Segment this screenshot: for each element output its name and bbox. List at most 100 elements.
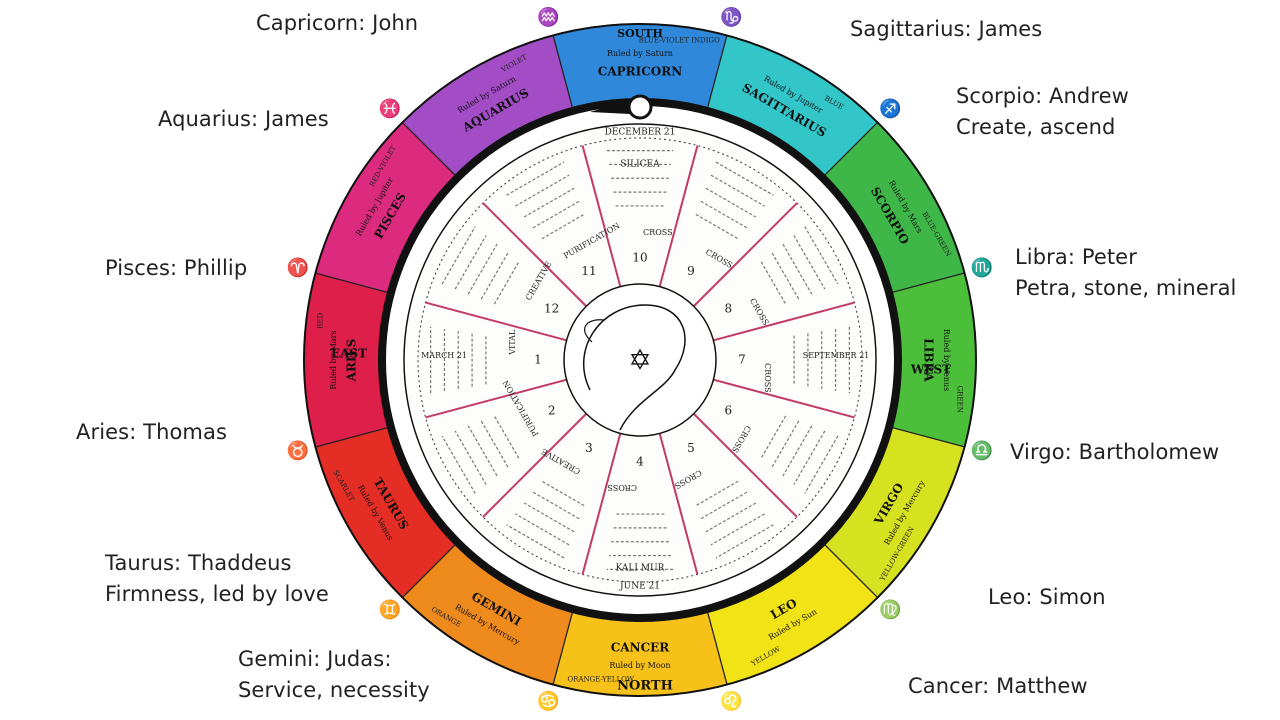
direction-label: EAST	[331, 347, 367, 361]
sector-text-line	[760, 415, 787, 459]
sign-color-name: BLUE-VIOLET INDIGO	[639, 36, 720, 44]
top-pointer-arrow	[590, 100, 630, 114]
sign-color-name: RED	[316, 312, 324, 328]
label-virgo: Virgo: Bartholomew	[1010, 437, 1219, 468]
label-text: Leo: Simon	[988, 585, 1106, 609]
sign-name: LIBRA	[922, 338, 936, 382]
sector-text-line	[493, 261, 520, 305]
label-text: Scorpio: Andrew	[956, 84, 1129, 108]
zodiac-glyph-icon: ♈	[287, 256, 309, 278]
label-text: Virgo: Bartholomew	[1010, 440, 1220, 464]
sector-text-line	[700, 491, 748, 520]
direction-label: WEST	[910, 363, 951, 377]
sector-number: 9	[687, 264, 695, 278]
label-gemini: Gemini: Judas: Service, necessity	[238, 644, 430, 706]
sector-text-line	[441, 435, 476, 494]
sector-number: 5	[687, 441, 695, 455]
head-profile-outline	[583, 304, 686, 431]
sector-text-line	[493, 415, 520, 459]
sign-ruler: Ruled by Moon	[609, 661, 670, 670]
sector-text-line	[771, 252, 800, 300]
zodiac-glyph-icon: ♒	[537, 6, 559, 28]
sector-number: 2	[548, 404, 556, 418]
sector-spoke	[713, 301, 855, 342]
mineral-label: SILICEA	[620, 160, 660, 170]
star-of-david-icon: ✡	[628, 344, 651, 377]
sector-text-line	[532, 491, 580, 520]
zodiac-glyph-icon: ♏	[971, 256, 993, 278]
sector-text-line	[515, 513, 570, 546]
label-text: Capricorn: John	[256, 11, 419, 35]
sector-spoke	[693, 413, 798, 518]
sign-color-name: ORANGE-YELLOW	[567, 676, 634, 684]
zodiac-glyph-icon: ♋	[537, 690, 559, 712]
label-text: Taurus: Thaddeus	[105, 551, 292, 575]
sector-text-line	[467, 243, 498, 295]
sector-spoke	[658, 433, 699, 575]
label-note: Firmness, led by love	[105, 582, 329, 606]
sector-spoke	[693, 202, 798, 307]
sector-word: CROSS	[763, 363, 772, 393]
label-sagittarius: Sagittarius: James	[850, 14, 1042, 45]
date-tick-ring	[417, 137, 863, 583]
sector-spoke	[482, 202, 587, 307]
label-note: Create, ascend	[956, 115, 1116, 139]
sign-name: CAPRICORN	[598, 65, 682, 79]
sector-text-line	[480, 252, 509, 300]
zodiac-glyph-icon: ♍	[879, 598, 901, 620]
label-text: Gemini: Judas:	[238, 647, 392, 671]
label-text: Aries: Thomas	[76, 420, 227, 444]
zodiac-glyph-icon: ♌	[720, 690, 742, 712]
sector-text-line	[793, 430, 826, 485]
sector-text-line	[782, 243, 813, 295]
sign-ruler: Ruled by Venus	[942, 329, 951, 392]
zodiac-glyph-icon: ♑	[720, 6, 742, 28]
sector-word: VITAL	[508, 329, 517, 356]
date-label: JUNE 21	[619, 582, 660, 592]
sector-text-line	[532, 200, 580, 229]
label-text: Pisces: Phillip	[105, 256, 248, 280]
sign-name: ARIES	[345, 339, 359, 383]
sector-text-line	[441, 226, 476, 285]
sector-number: 11	[581, 264, 596, 278]
sector-text-line	[480, 420, 509, 468]
sector-text-line	[793, 235, 826, 290]
direction-label: SOUTH	[617, 27, 663, 40]
sector-number: 1	[534, 353, 542, 367]
label-taurus: Taurus: Thaddeus Firmness, led by love	[105, 548, 329, 610]
zodiac-glyph-icon: ♐	[879, 98, 901, 120]
sector-text-line	[695, 213, 739, 240]
sector-number: 12	[544, 302, 559, 316]
sector-spoke	[581, 145, 622, 287]
date-label: MARCH 21	[421, 351, 467, 360]
label-text: Sagittarius: James	[850, 17, 1043, 41]
date-label: DECEMBER 21	[605, 128, 676, 138]
sign-color-name: GREEN	[956, 386, 964, 413]
sector-text-line	[515, 174, 570, 207]
zodiac-glyph-icon: ♊	[378, 598, 400, 620]
sector-spoke	[425, 378, 567, 419]
sector-text-line	[467, 425, 498, 477]
sector-number: 6	[725, 404, 733, 418]
sector-number: 7	[738, 353, 746, 367]
label-cancer: Cancer: Matthew	[908, 671, 1088, 702]
sector-text-line	[760, 261, 787, 305]
sector-text-line	[804, 226, 839, 285]
outer-ring-border	[303, 23, 977, 697]
sector-spoke	[713, 378, 855, 419]
sector-number: 3	[585, 441, 593, 455]
sign-ruler: Ruled by Mars	[329, 330, 338, 389]
sector-number: 4	[636, 455, 644, 469]
sector-spoke	[581, 433, 622, 575]
label-text: Aquarius: James	[158, 107, 329, 131]
sector-text-line	[695, 480, 739, 507]
sector-spoke	[658, 145, 699, 287]
sector-word: CROSS	[643, 228, 673, 237]
sector-text-line	[506, 524, 565, 559]
sector-spoke	[425, 301, 567, 342]
sign-name: CANCER	[611, 641, 671, 655]
label-libra: Libra: Peter Petra, stone, mineral	[1015, 242, 1236, 304]
sector-text-line	[710, 513, 765, 546]
sector-text-line	[541, 480, 585, 507]
sector-text-line	[715, 524, 774, 559]
